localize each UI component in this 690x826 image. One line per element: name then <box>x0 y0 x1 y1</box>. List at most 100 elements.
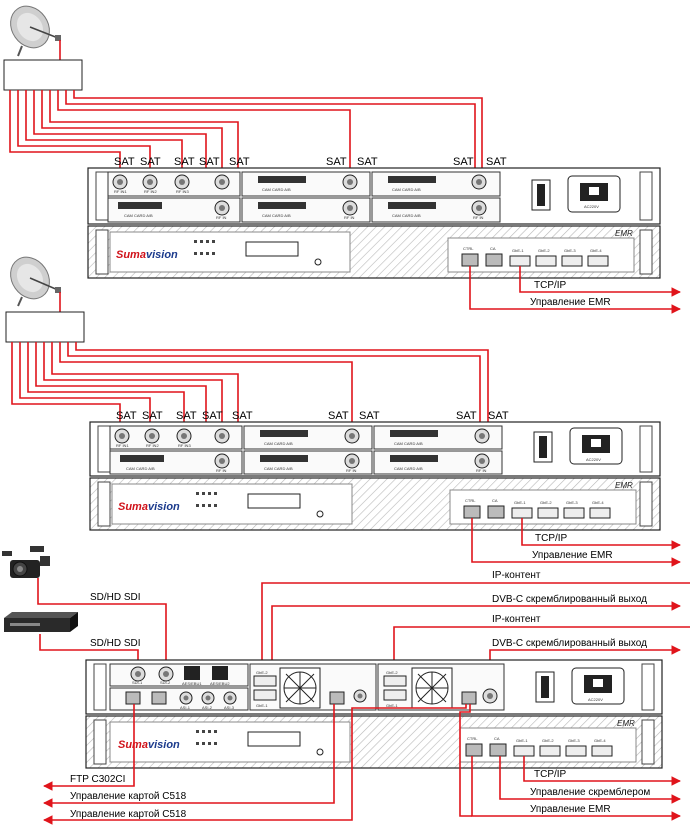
rf-in-connector <box>144 428 160 444</box>
port-label: AES/EBU1 <box>182 681 202 686</box>
rf-in-connector <box>342 200 358 216</box>
port-label: RF IN2 <box>144 189 157 194</box>
brand-logo: Sumavision <box>116 249 178 261</box>
emr-mgmt-label: Управление EMR <box>530 804 611 815</box>
gbe-port <box>561 255 583 267</box>
gbe-port <box>383 675 407 687</box>
sat-label: SAT <box>488 410 509 422</box>
video-camera-icon <box>2 546 50 578</box>
gbe-port <box>537 507 559 519</box>
ethernet-port <box>151 691 167 705</box>
dvbc-label-1: DVB-C скремблированный выход <box>492 593 647 605</box>
ca-port <box>487 505 505 519</box>
port-label: GbE-2 <box>540 500 552 505</box>
port-label: GbE-4 <box>590 248 602 253</box>
port-label: ASI-1 <box>180 705 191 710</box>
cam-slot <box>120 455 164 462</box>
emr-front-panel: Sumavision EMR CTRL CA GbE-1 GbE-2 GbE-3… <box>87 225 661 279</box>
port-label: CA <box>494 736 500 741</box>
gbe-port <box>589 507 611 519</box>
satellite-dish-icon <box>10 256 61 307</box>
sat-label: SAT <box>326 156 347 168</box>
cam-slot <box>260 455 308 462</box>
ip-content-label-2: IP-контент <box>492 614 541 625</box>
rf-in-connector <box>142 174 158 190</box>
sat-label: SAT <box>142 410 163 422</box>
ctrl-port <box>465 743 483 757</box>
emr-rear-panel: RF IN1 RF IN2 RF IN3 RF IN RF IN RF IN C… <box>89 421 661 477</box>
port-label: GbE-2 <box>542 738 554 743</box>
lcd-display <box>247 493 301 509</box>
port-label: RF IN <box>473 215 484 220</box>
gbe-port <box>253 675 277 687</box>
port-label: GbE-3 <box>564 248 576 253</box>
port-label: GbE-4 <box>594 738 606 743</box>
sat-label: SAT <box>114 156 135 168</box>
cam-label: CAM CARD A/B <box>394 441 423 446</box>
rf-in-connector <box>214 428 230 444</box>
port-label: GbE-3 <box>568 738 580 743</box>
port-label: RF IN3 <box>178 443 191 448</box>
ftp-label: FTP C302CI <box>70 774 125 785</box>
port-label: RF IN <box>216 468 227 473</box>
tcp-ip-label: TCP/IP <box>534 280 567 291</box>
sdi-connector <box>130 666 146 682</box>
cam-label: CAM CARD A/B <box>262 213 291 218</box>
rf-in-connector <box>344 453 360 469</box>
port-label: CTRL <box>467 736 478 741</box>
sat-label: SAT <box>357 156 378 168</box>
port-label: RF IN2 <box>146 443 159 448</box>
knob-icon <box>316 748 324 756</box>
gbe-port <box>539 745 561 757</box>
gbe-port <box>565 745 587 757</box>
port-label: AES/EBU2 <box>210 681 230 686</box>
cam-label: CAM CARD A/B <box>124 213 153 218</box>
fan-icon <box>411 667 453 709</box>
cam-label: CAM CARD A/B <box>126 466 155 471</box>
rf-in-connector <box>471 174 487 190</box>
cam-label: CAM CARD A/B <box>264 466 293 471</box>
rf-in-connector <box>174 174 190 190</box>
ethernet-port <box>125 691 141 705</box>
rf-connector <box>353 689 367 703</box>
port-label: GbE-1 <box>516 738 528 743</box>
rf-cables <box>11 342 489 426</box>
port-label: CA <box>490 246 496 251</box>
rf-in-connector <box>474 453 490 469</box>
port-label: GbE-2 <box>538 248 550 253</box>
rf-in-connector <box>214 200 230 216</box>
emr-front-panel: Sumavision EMR CTRL CA GbE-1 GbE-2 GbE-3… <box>85 715 663 769</box>
rf-cables <box>9 90 483 172</box>
cam-slot <box>258 176 306 183</box>
ca-port <box>489 743 507 757</box>
rf-in-connector <box>176 428 192 444</box>
cam-slot <box>258 202 306 209</box>
port-label: RF IN3 <box>176 189 189 194</box>
cam-slot <box>118 202 162 209</box>
port-label: CTRL <box>463 246 474 251</box>
knob-icon <box>314 258 322 266</box>
ca-port <box>485 253 503 267</box>
emr-label: EMR <box>617 719 635 728</box>
emr-label: EMR <box>615 481 633 490</box>
sdi-connector <box>158 666 174 682</box>
section-2: SAT SAT SAT SAT SAT SAT SAT SAT SAT <box>5 256 681 567</box>
lcd-display <box>245 241 299 257</box>
ctrl-port <box>461 253 479 267</box>
rf-in-connector <box>214 453 230 469</box>
aes-port <box>212 666 228 680</box>
gbe-port <box>509 255 531 267</box>
lnb-splitter-box <box>3 59 83 91</box>
cam-slot <box>390 455 438 462</box>
rf-in-connector <box>342 174 358 190</box>
port-label: RF IN <box>344 215 355 220</box>
lcd-display <box>247 731 301 747</box>
gbe-port <box>535 255 557 267</box>
port-label: GbE-1 <box>514 500 526 505</box>
asi-connector <box>223 691 237 705</box>
port-label: GbE-3 <box>566 500 578 505</box>
rf-connector <box>482 688 498 704</box>
ethernet-port <box>329 691 345 705</box>
ethernet-port <box>461 691 477 705</box>
